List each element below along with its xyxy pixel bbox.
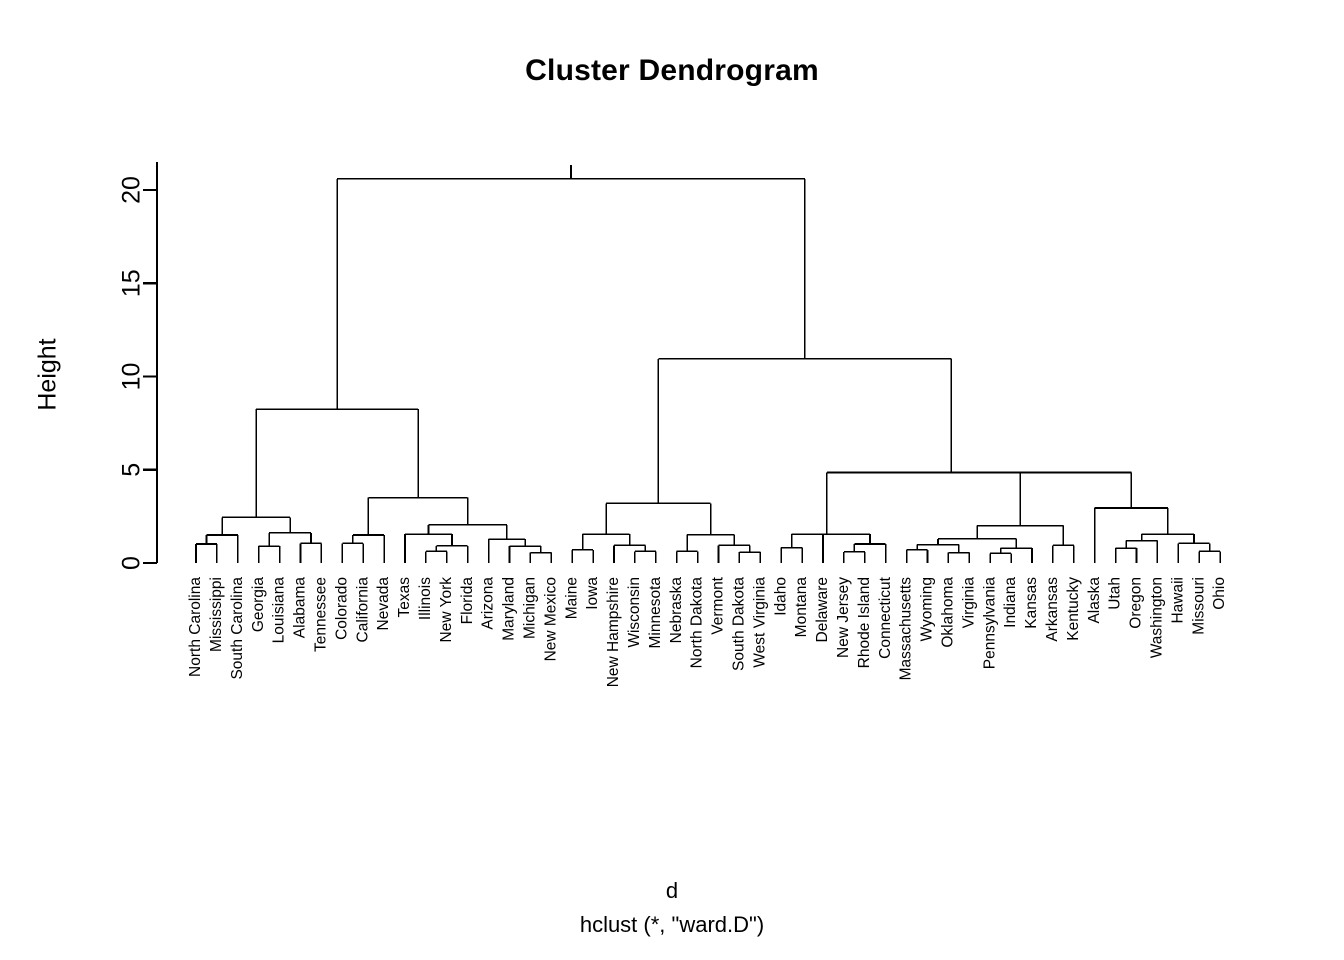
leaf-label: Georgia bbox=[250, 577, 267, 633]
leaf-label: Maine bbox=[563, 577, 580, 619]
x-axis-label-line1: d bbox=[665, 878, 679, 903]
leaf-label: Wyoming bbox=[919, 577, 936, 641]
leaf-label: Louisiana bbox=[271, 577, 288, 644]
leaf-label: California bbox=[354, 577, 371, 643]
leaf-label: South Carolina bbox=[229, 577, 246, 680]
leaf-label: Pennsylvania bbox=[981, 577, 998, 670]
y-axis: 0 5 10 15 20 bbox=[118, 162, 159, 570]
leaf-label: Illinois bbox=[417, 577, 434, 620]
leaf-label: Florida bbox=[459, 577, 476, 625]
leaf-label: North Dakota bbox=[689, 577, 706, 669]
leaf-label: South Dakota bbox=[730, 577, 747, 671]
y-axis-tick-label: 20 bbox=[118, 176, 146, 204]
leaf-label: New Jersey bbox=[835, 577, 852, 658]
leaf-label: Indiana bbox=[1002, 577, 1019, 628]
leaf-label: North Carolina bbox=[187, 577, 204, 677]
leaf-label: Arkansas bbox=[1044, 577, 1061, 642]
leaf-label: New Mexico bbox=[542, 577, 559, 661]
leaf-label: Utah bbox=[1107, 577, 1124, 610]
leaf-label: Mississippi bbox=[208, 577, 225, 652]
leaf-label: Massachusetts bbox=[898, 577, 915, 681]
y-axis-tick-label: 15 bbox=[118, 269, 146, 297]
leaf-label: New Hampshire bbox=[605, 577, 622, 687]
leaf-label: Minnesota bbox=[647, 577, 664, 649]
leaf-label: Alabama bbox=[292, 577, 309, 639]
x-axis-label: d hclust (*, "ward.D") bbox=[0, 874, 1344, 942]
page-title: Cluster Dendrogram bbox=[525, 54, 819, 87]
leaf-label: Oklahoma bbox=[939, 577, 956, 648]
leaf-label: Nevada bbox=[375, 577, 392, 631]
leaf-label: Texas bbox=[396, 577, 413, 618]
dendrogram-tree bbox=[195, 164, 1221, 563]
x-axis-label-line2: hclust (*, "ward.D") bbox=[579, 912, 765, 937]
leaf-label: Maryland bbox=[501, 577, 518, 641]
leaf-label: Hawaii bbox=[1169, 577, 1186, 624]
leaf-label: Rhode Island bbox=[856, 577, 873, 668]
leaf-label: Kansas bbox=[1023, 577, 1040, 629]
leaf-label: Missouri bbox=[1190, 577, 1207, 635]
leaf-label: Iowa bbox=[584, 577, 601, 610]
leaf-label: Montana bbox=[793, 577, 810, 638]
leaf-label: Ohio bbox=[1211, 577, 1228, 610]
y-axis-tick-label: 10 bbox=[118, 363, 146, 391]
leaf-label: Vermont bbox=[710, 576, 727, 634]
leaf-label: Oregon bbox=[1128, 577, 1145, 629]
leaf-label: Colorado bbox=[333, 577, 350, 640]
leaf-label: Wisconsin bbox=[626, 577, 643, 648]
leaf-label: New York bbox=[438, 577, 455, 643]
leaf-label: Washington bbox=[1148, 577, 1165, 658]
leaf-label: Michigan bbox=[521, 577, 538, 639]
leaf-label: Nebraska bbox=[668, 577, 685, 644]
leaf-label: Delaware bbox=[814, 577, 831, 642]
leaf-label: Virginia bbox=[960, 577, 977, 629]
leaf-label: Arizona bbox=[480, 577, 497, 630]
leaf-label: Kentucky bbox=[1065, 577, 1082, 641]
y-axis-tick-label: 0 bbox=[118, 556, 146, 570]
leaf-label: Connecticut bbox=[877, 576, 894, 659]
leaf-label: Idaho bbox=[772, 577, 789, 616]
leaf-label: Tennessee bbox=[312, 577, 329, 652]
y-axis-tick-label: 5 bbox=[118, 463, 146, 477]
leaf-label: Alaska bbox=[1086, 577, 1103, 624]
leaf-label: West Virginia bbox=[751, 577, 768, 668]
